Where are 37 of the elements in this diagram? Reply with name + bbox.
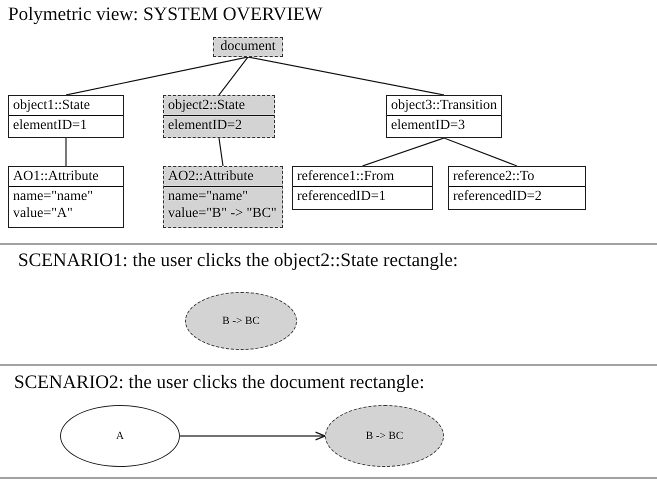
diagram-title: Polymetric view: SYSTEM OVERVIEW (8, 4, 323, 26)
node-label: B -> BC (222, 315, 260, 327)
attribute-text: elementID=1 (12, 117, 88, 135)
scenario-heading: SCENARIO2: the user clicks the document rectangle: (14, 372, 425, 394)
connector-line (444, 137, 518, 167)
node-label: document (220, 39, 276, 55)
attribute-text: referencedID=2 (452, 188, 543, 206)
connector-line (66, 56, 248, 96)
attribute-text: referencedID=1 (296, 188, 387, 206)
connector-line (218, 56, 248, 96)
class-box (292, 166, 433, 210)
connector-line (362, 137, 444, 167)
class-box (163, 166, 283, 228)
class-box (8, 166, 124, 228)
scenario-heading: SCENARIO1: the user clicks the object2::State rectangle: (18, 250, 458, 272)
class-name: AO1::Attribute (9, 167, 123, 187)
node-label: A (116, 430, 124, 442)
class-name: reference2::To (449, 167, 585, 187)
attribute-text: elementID=2 (167, 117, 243, 135)
class-name: reference1::From (293, 167, 432, 187)
class-box (448, 166, 586, 210)
attribute-text: elementID=3 (390, 117, 466, 135)
class-name: object1::State (9, 96, 123, 116)
class-name: object2::State (164, 96, 274, 116)
arrow (180, 432, 326, 440)
node-label: B -> BC (366, 430, 404, 442)
connector-line (248, 56, 444, 96)
attribute-text: name="name" value="B" -> "BC" (167, 188, 278, 223)
connector-line (218, 138, 224, 166)
class-box (8, 95, 124, 138)
class-box (386, 95, 502, 138)
class-box (163, 95, 275, 138)
class-name: AO2::Attribute (164, 167, 282, 187)
connector-line (65, 138, 67, 166)
class-name: object3::Transition (387, 96, 501, 116)
class-box (213, 37, 283, 57)
attribute-text: name="name" value="A" (12, 188, 94, 223)
